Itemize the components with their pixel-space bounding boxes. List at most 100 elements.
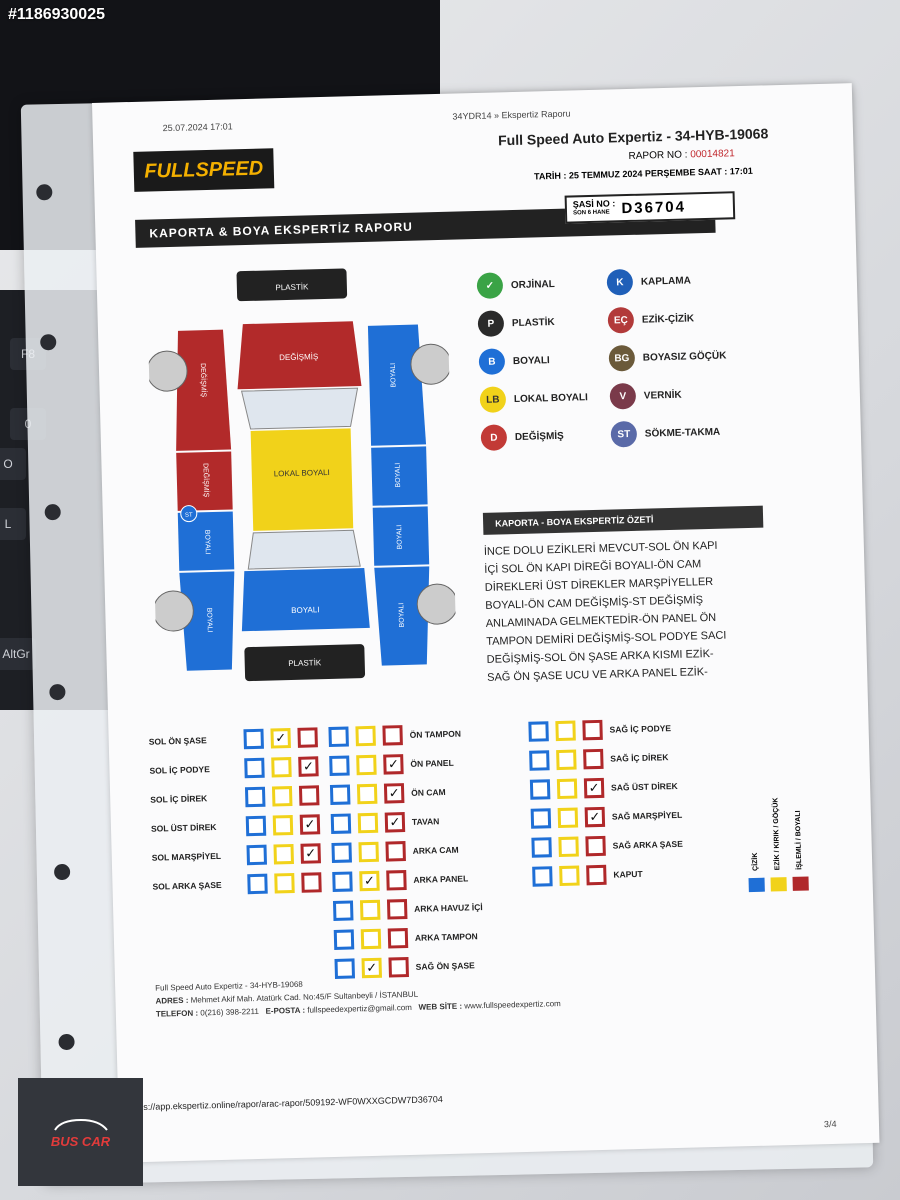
damage-checkbox[interactable]: [555, 720, 576, 742]
key: AltGr: [0, 638, 36, 670]
damage-checkbox[interactable]: [329, 755, 350, 777]
damage-row: SOL ÖN ŞASE ✓: [148, 727, 324, 752]
damage-checkbox[interactable]: [385, 841, 406, 862]
damage-checkbox[interactable]: [297, 727, 318, 748]
front-bumper-plastic: [236, 268, 348, 302]
report-url: https://app.ekspertiz.online/rapor/arac-…: [128, 1094, 443, 1113]
damage-checkbox[interactable]: [529, 750, 550, 771]
damage-checkbox[interactable]: [329, 784, 351, 805]
left-rear-fender: [179, 571, 235, 671]
report-page: 25.07.2024 17:01 34YDR14 » Ekspertiz Rap…: [36, 83, 880, 1163]
damage-row-label: SAĞ İÇ PODYE: [609, 723, 672, 735]
damage-checkbox[interactable]: [583, 748, 604, 770]
damage-checkbox[interactable]: [586, 864, 607, 886]
damage-checkbox[interactable]: ✓: [270, 728, 291, 749]
st-marker-label: ST: [185, 512, 193, 518]
right-front-door-label: BOYALI: [395, 463, 403, 488]
damage-checkbox[interactable]: [357, 812, 379, 834]
damage-checkbox[interactable]: [328, 726, 349, 748]
damage-checkbox[interactable]: ✓: [583, 777, 605, 799]
damage-checkbox[interactable]: ✓: [299, 814, 321, 835]
damage-checkbox[interactable]: [273, 843, 294, 865]
damage-checkbox[interactable]: ✓: [384, 812, 406, 833]
damage-checkbox[interactable]: [386, 899, 408, 920]
trunk-label: BOYALI: [291, 605, 320, 615]
damage-checkbox[interactable]: ✓: [298, 756, 319, 777]
right-rear-door: [372, 506, 430, 566]
damage-row: SOL ARKA ŞASE: [152, 872, 328, 897]
ezik-swatch: [770, 877, 787, 892]
left-front-fender: [176, 329, 232, 451]
report-number: RAPOR NO : 00014821: [628, 148, 735, 162]
legend-item: ST SÖKME-TAKMA: [610, 419, 721, 448]
damage-checkbox[interactable]: ✓: [584, 806, 606, 828]
damage-row: ARKA CAM: [331, 838, 507, 863]
damage-checkbox[interactable]: [360, 928, 382, 950]
damage-checkbox[interactable]: [331, 842, 352, 863]
hood-panel: [237, 321, 362, 390]
damage-checkbox[interactable]: [531, 837, 552, 858]
damage-row-label: ÖN PANEL: [410, 757, 454, 769]
damage-row-label: TAVAN: [411, 816, 440, 827]
damage-checkbox[interactable]: [355, 725, 376, 747]
legend-item: EÇ EZİK-ÇİZİK: [607, 305, 695, 334]
damage-row-label: SOL İÇ PODYE: [149, 764, 210, 776]
color-legend: ✓ ORJİNAL K KAPLAMA P PLASTİK EÇ EZİK-Çİ…: [476, 266, 747, 451]
damage-checkbox[interactable]: [271, 757, 292, 778]
damage-checkbox[interactable]: [298, 785, 320, 806]
damage-checkbox[interactable]: [358, 841, 379, 863]
damage-checkbox[interactable]: [556, 778, 578, 800]
damage-checkbox[interactable]: [387, 928, 409, 949]
damage-checkbox[interactable]: [330, 813, 352, 834]
wheel: [416, 583, 458, 625]
damage-checkbox[interactable]: [558, 836, 579, 858]
damage-checkbox[interactable]: [530, 808, 552, 829]
damage-row-label: SAĞ MARŞPİYEL: [611, 809, 683, 822]
right-rear-fender: [374, 566, 430, 666]
damage-checkbox[interactable]: [333, 929, 355, 950]
damage-checkbox[interactable]: [332, 900, 354, 921]
damage-checkbox[interactable]: [382, 725, 403, 746]
right-front-door: [371, 446, 428, 506]
damage-checkbox[interactable]: [244, 786, 266, 808]
damage-checkbox[interactable]: [557, 807, 579, 829]
damage-checkbox[interactable]: ✓: [383, 754, 404, 775]
damage-row-label: SOL ÖN ŞASE: [148, 735, 207, 747]
damage-checkbox[interactable]: [243, 728, 264, 750]
damage-checkbox[interactable]: ✓: [383, 783, 405, 804]
damage-checkbox[interactable]: [356, 783, 378, 805]
right-rear-door-label: BOYALI: [396, 525, 404, 550]
damage-checkbox[interactable]: [532, 866, 553, 887]
damage-row: ✓ SAĞ ÜST DİREK: [529, 775, 706, 800]
damage-checkbox[interactable]: [559, 865, 580, 887]
buscar-text: BUS CAR: [50, 1133, 111, 1149]
roof-panel: [250, 428, 354, 531]
damage-checkbox[interactable]: [585, 835, 606, 857]
damage-checkbox[interactable]: [556, 749, 577, 771]
damage-checkbox[interactable]: [301, 872, 322, 893]
damage-checkbox[interactable]: [582, 719, 603, 741]
damage-checkbox[interactable]: [247, 873, 268, 895]
damage-row: SAĞ İÇ PODYE: [528, 717, 704, 742]
damage-checkbox[interactable]: [356, 754, 377, 776]
damage-row-label: SAĞ ÜST DİREK: [610, 780, 678, 793]
damage-checkbox[interactable]: [272, 814, 294, 836]
damage-checkbox[interactable]: [529, 779, 551, 800]
damage-checkbox[interactable]: [359, 899, 381, 921]
damage-checkbox[interactable]: ✓: [300, 843, 321, 864]
wheel: [410, 343, 452, 385]
left-rear-door: [177, 511, 235, 571]
damage-checkbox[interactable]: [245, 815, 267, 837]
damage-checkbox[interactable]: [332, 871, 353, 892]
damage-checkbox[interactable]: [244, 757, 265, 779]
damage-checkbox[interactable]: [271, 786, 293, 807]
damage-checkbox[interactable]: [386, 870, 407, 891]
damage-checkbox[interactable]: ✓: [359, 870, 380, 892]
damage-checkbox[interactable]: [246, 844, 267, 866]
left-rear-door-label: BOYALI: [203, 530, 211, 555]
damage-row-label: KAPUT: [613, 868, 643, 880]
chassis-number-box: ŞASİ NO : SON 6 HANE D36704: [564, 191, 736, 224]
right-front-fender-label: BOYALI: [390, 363, 398, 388]
damage-checkbox[interactable]: [528, 721, 549, 742]
damage-checkbox[interactable]: [274, 872, 295, 894]
